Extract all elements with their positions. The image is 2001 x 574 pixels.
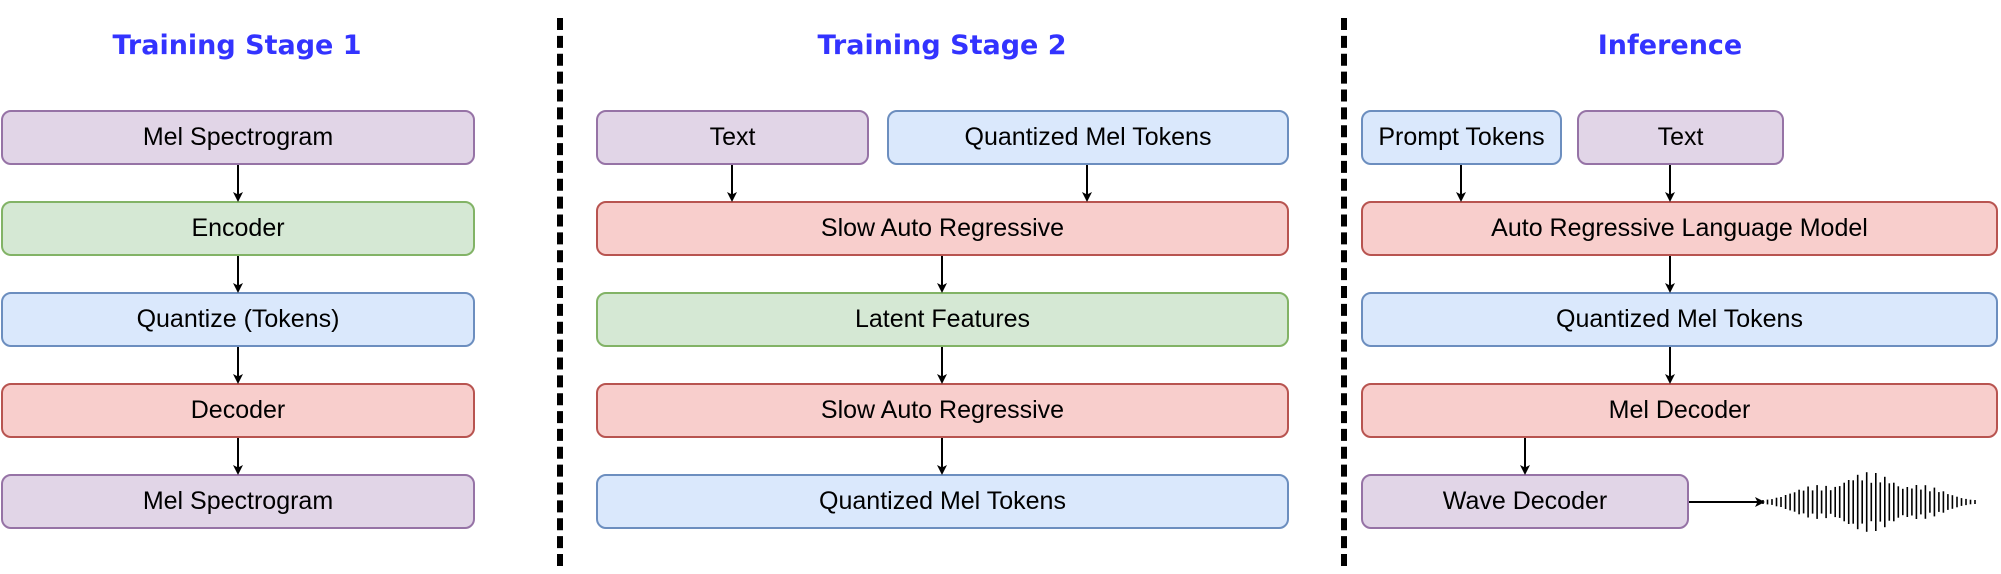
inference-text-input: Text: [1577, 110, 1784, 165]
stage2-latent-features: Latent Features: [596, 292, 1289, 347]
stage2-slow-auto-regressive-2: Slow Auto Regressive: [596, 383, 1289, 438]
stage1-quantize: Quantize (Tokens): [1, 292, 475, 347]
inference-mel-decoder: Mel Decoder: [1361, 383, 1998, 438]
divider-left: [557, 18, 563, 566]
stage2-text-input: Text: [596, 110, 869, 165]
stage2-quantized-mel-tokens-input: Quantized Mel Tokens: [887, 110, 1289, 165]
stage2-slow-auto-regressive-1: Slow Auto Regressive: [596, 201, 1289, 256]
inference-quantized-mel-tokens: Quantized Mel Tokens: [1361, 292, 1998, 347]
inference-prompt-tokens: Prompt Tokens: [1361, 110, 1562, 165]
stage2-quantized-mel-tokens-output: Quantized Mel Tokens: [596, 474, 1289, 529]
stage1-decoder: Decoder: [1, 383, 475, 438]
divider-right: [1341, 18, 1347, 566]
inference-title: Inference: [1597, 30, 1743, 61]
stage1-mel-spectrogram-output: Mel Spectrogram: [1, 474, 475, 529]
stage1-title: Training Stage 1: [112, 30, 362, 61]
stage1-encoder: Encoder: [1, 201, 475, 256]
waveform-icon: [1762, 472, 1976, 532]
stage2-title: Training Stage 2: [817, 30, 1067, 61]
inference-wave-decoder: Wave Decoder: [1361, 474, 1689, 529]
inference-language-model: Auto Regressive Language Model: [1361, 201, 1998, 256]
stage1-mel-spectrogram-input: Mel Spectrogram: [1, 110, 475, 165]
